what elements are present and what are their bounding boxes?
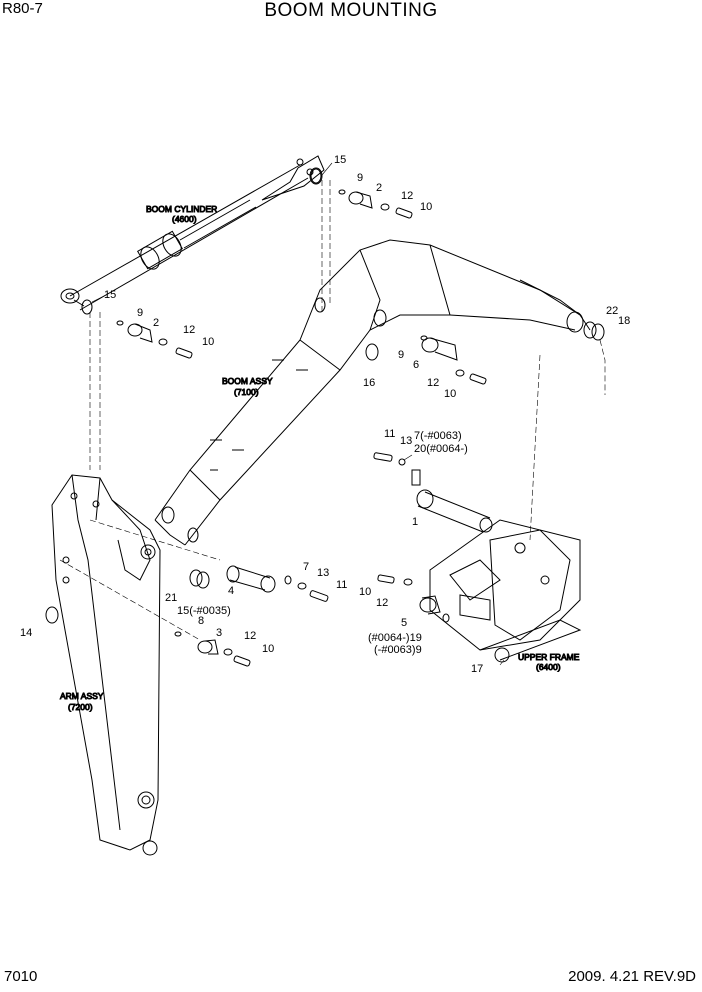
callout-7-serial: 7(-#0063) — [414, 430, 462, 442]
upper-frame-code: (6400) — [536, 662, 561, 672]
callout-1: 1 — [412, 516, 418, 528]
callout-3: 3 — [216, 627, 222, 639]
callout-10-mid: 10 — [444, 388, 456, 400]
callout-13-low: 13 — [317, 567, 329, 579]
model-label: R80-7 — [2, 0, 43, 17]
callout-9-serial: (-#0063)9 — [374, 644, 422, 656]
callout-11-low: 11 — [336, 579, 347, 591]
callout-18: 18 — [618, 315, 630, 327]
page-title: BOOM MOUNTING — [264, 0, 438, 21]
leader-lines — [91, 162, 505, 666]
callout-15-left: 15 — [104, 289, 116, 301]
callout-15-serial: 15(-#0035) — [177, 605, 231, 617]
boom-assy-code: (7100) — [234, 387, 259, 397]
boom-cylinder — [60, 155, 325, 311]
boom-cylinder-code: (4600) — [172, 214, 197, 224]
callout-9-mid: 9 — [398, 349, 404, 361]
callout-2-left: 2 — [153, 317, 159, 329]
callout-8: 8 — [198, 615, 204, 627]
callout-5: 5 — [401, 617, 407, 629]
callout-9-top: 9 — [357, 172, 363, 184]
boom-assembly — [154, 239, 591, 546]
callout-21: 21 — [165, 592, 177, 604]
callout-22: 22 — [606, 305, 618, 317]
page-number: 7010 — [4, 968, 38, 985]
callout-12-top: 12 — [401, 190, 413, 202]
arm-assy-name: ARM ASSY — [60, 691, 104, 701]
callout-15-top: 15 — [334, 154, 346, 166]
callout-19-serial: (#0064-)19 — [368, 632, 422, 644]
callout-14: 14 — [20, 627, 32, 639]
callout-16: 16 — [363, 377, 375, 389]
hardware — [45, 168, 605, 667]
callout-12-right: 12 — [376, 597, 388, 609]
callout-10-left: 10 — [202, 336, 214, 348]
callout-17: 17 — [471, 663, 483, 675]
callout-9-left: 9 — [137, 307, 143, 319]
callout-12-left: 12 — [183, 324, 195, 336]
callout-4: 4 — [228, 585, 234, 597]
center-lines — [59, 180, 606, 641]
callout-11-top: 11 — [384, 428, 395, 440]
upper-frame — [429, 519, 582, 661]
callout-13-top: 13 — [400, 435, 412, 447]
callout-2-top: 2 — [376, 182, 382, 194]
upper-frame-name: UPPER FRAME — [518, 652, 580, 662]
callout-7-low: 7 — [303, 561, 309, 573]
boom-assy-name: BOOM ASSY — [222, 376, 273, 386]
callout-10-top: 10 — [420, 201, 432, 213]
boom-cylinder-name: BOOM CYLINDER — [146, 204, 217, 214]
callout-10-right: 10 — [359, 586, 371, 598]
callout-12-low: 12 — [244, 630, 256, 642]
arm-assembly — [51, 474, 161, 856]
callout-20-serial: 20(#0064-) — [414, 443, 468, 455]
callout-12-mid: 12 — [427, 377, 439, 389]
revision-date: 2009. 4.21 REV.9D — [568, 968, 696, 985]
arm-assy-code: (7200) — [68, 702, 93, 712]
callout-10-low: 10 — [262, 643, 274, 655]
callout-6: 6 — [413, 359, 419, 371]
